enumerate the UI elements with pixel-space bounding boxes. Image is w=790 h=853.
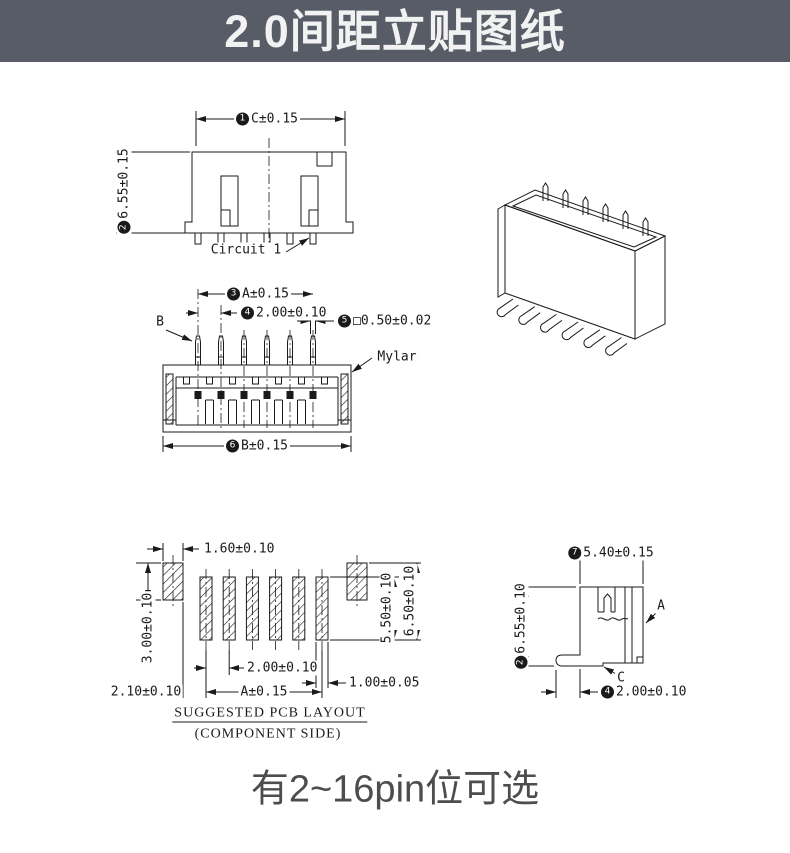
dim-overall: 6.50±0.10 [402, 563, 418, 639]
balloon-icon: 3 [227, 287, 241, 301]
pcb-layout-linework [136, 543, 421, 698]
dim-side-height: 2 6.55±0.10 [513, 581, 529, 671]
dim-pin-pitch: 4 2.00±0.10 [239, 305, 329, 321]
balloon-icon: 2 [117, 220, 131, 234]
dim-front-width: 1 C±0.15 [234, 111, 300, 127]
dim-text: 2.00±0.10 [256, 305, 327, 321]
dim-text: 6.55±0.15 [116, 148, 132, 219]
dim-pad-width: 1.60±0.10 [202, 541, 277, 557]
iso-view-linework [496, 182, 667, 356]
dim-pin-span: 3 A±0.15 [225, 286, 291, 302]
dim-pcb-pitch: 2.00±0.10 [245, 660, 320, 676]
circuit-label: Circuit 1 [208, 242, 284, 258]
dim-text: B±0.15 [241, 438, 288, 454]
balloon-icon: 6 [226, 439, 240, 453]
dim-front-height: 2 6.55±0.15 [116, 146, 132, 236]
page-title: 2.0间距立贴图纸 [224, 5, 566, 57]
dim-text: C±0.15 [251, 111, 298, 127]
front-view-linework [116, 111, 354, 253]
dim-foot: 4 2.00±0.10 [599, 684, 689, 700]
dim-text: 6.55±0.10 [513, 583, 529, 654]
balloon-icon: 4 [241, 306, 254, 320]
pin-view-linework [162, 289, 373, 452]
label-c: C [615, 670, 627, 686]
balloon-icon: 1 [236, 112, 250, 126]
balloon-icon: 7 [568, 546, 582, 560]
title-bar: 2.0间距立贴图纸 [0, 0, 790, 62]
dim-text: 2.00±0.10 [616, 684, 687, 700]
balloon-icon: 2 [514, 655, 528, 669]
dim-text: A±0.15 [242, 286, 289, 302]
dim-small-pad-width: 1.00±0.05 [347, 675, 422, 691]
pcb-caption-title: SUGGESTED PCB LAYOUT [172, 705, 368, 723]
dim-pad-length: 5.50±0.10 [379, 570, 395, 646]
dim-pcb-span: A±0.15 [238, 684, 290, 700]
pcb-caption-subtitle: (COMPONENT SIDE) [192, 726, 344, 742]
dim-pad-height: 3.00±0.10 [140, 590, 156, 666]
dim-edge: 2.10±0.10 [108, 684, 184, 700]
dim-depth: 7 5.40±0.15 [566, 545, 656, 561]
balloon-icon: 4 [601, 685, 614, 699]
label-mylar: Mylar [375, 349, 419, 365]
dim-body-width: 6 B±0.15 [224, 438, 290, 454]
side-view-linework [517, 546, 658, 698]
dim-text: 5.40±0.15 [583, 545, 654, 561]
label-b: B [154, 314, 166, 330]
pin-options-note: 有2~16pin位可选 [250, 768, 540, 811]
dim-text: □0.50±0.02 [353, 313, 432, 329]
dim-pin-size: 5 □0.50±0.02 [336, 313, 434, 329]
label-a: A [655, 598, 667, 614]
balloon-icon: 5 [338, 314, 351, 328]
